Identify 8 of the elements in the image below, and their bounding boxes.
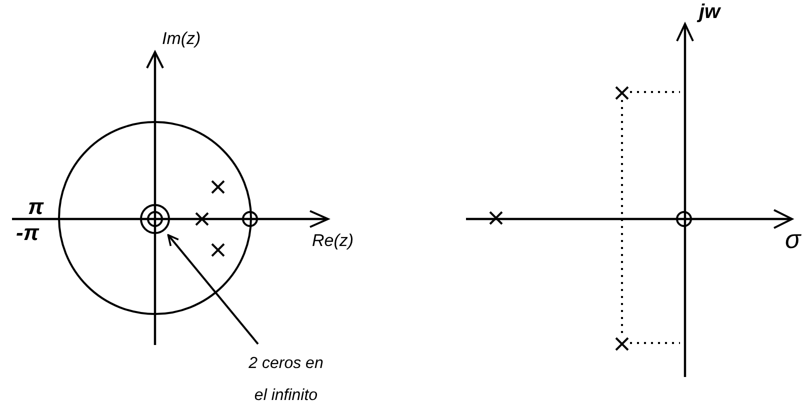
- axis-label: Im(z): [162, 30, 201, 47]
- annotation-text: 2 ceros en el infinito: [248, 354, 324, 406]
- axis-label: jw: [699, 2, 720, 22]
- axis-label: -π: [16, 222, 39, 244]
- axis-label: Re(z): [312, 232, 354, 249]
- axis-label: σ: [785, 226, 801, 252]
- axis-label: π: [28, 196, 44, 218]
- leader-arrow: [167, 234, 259, 345]
